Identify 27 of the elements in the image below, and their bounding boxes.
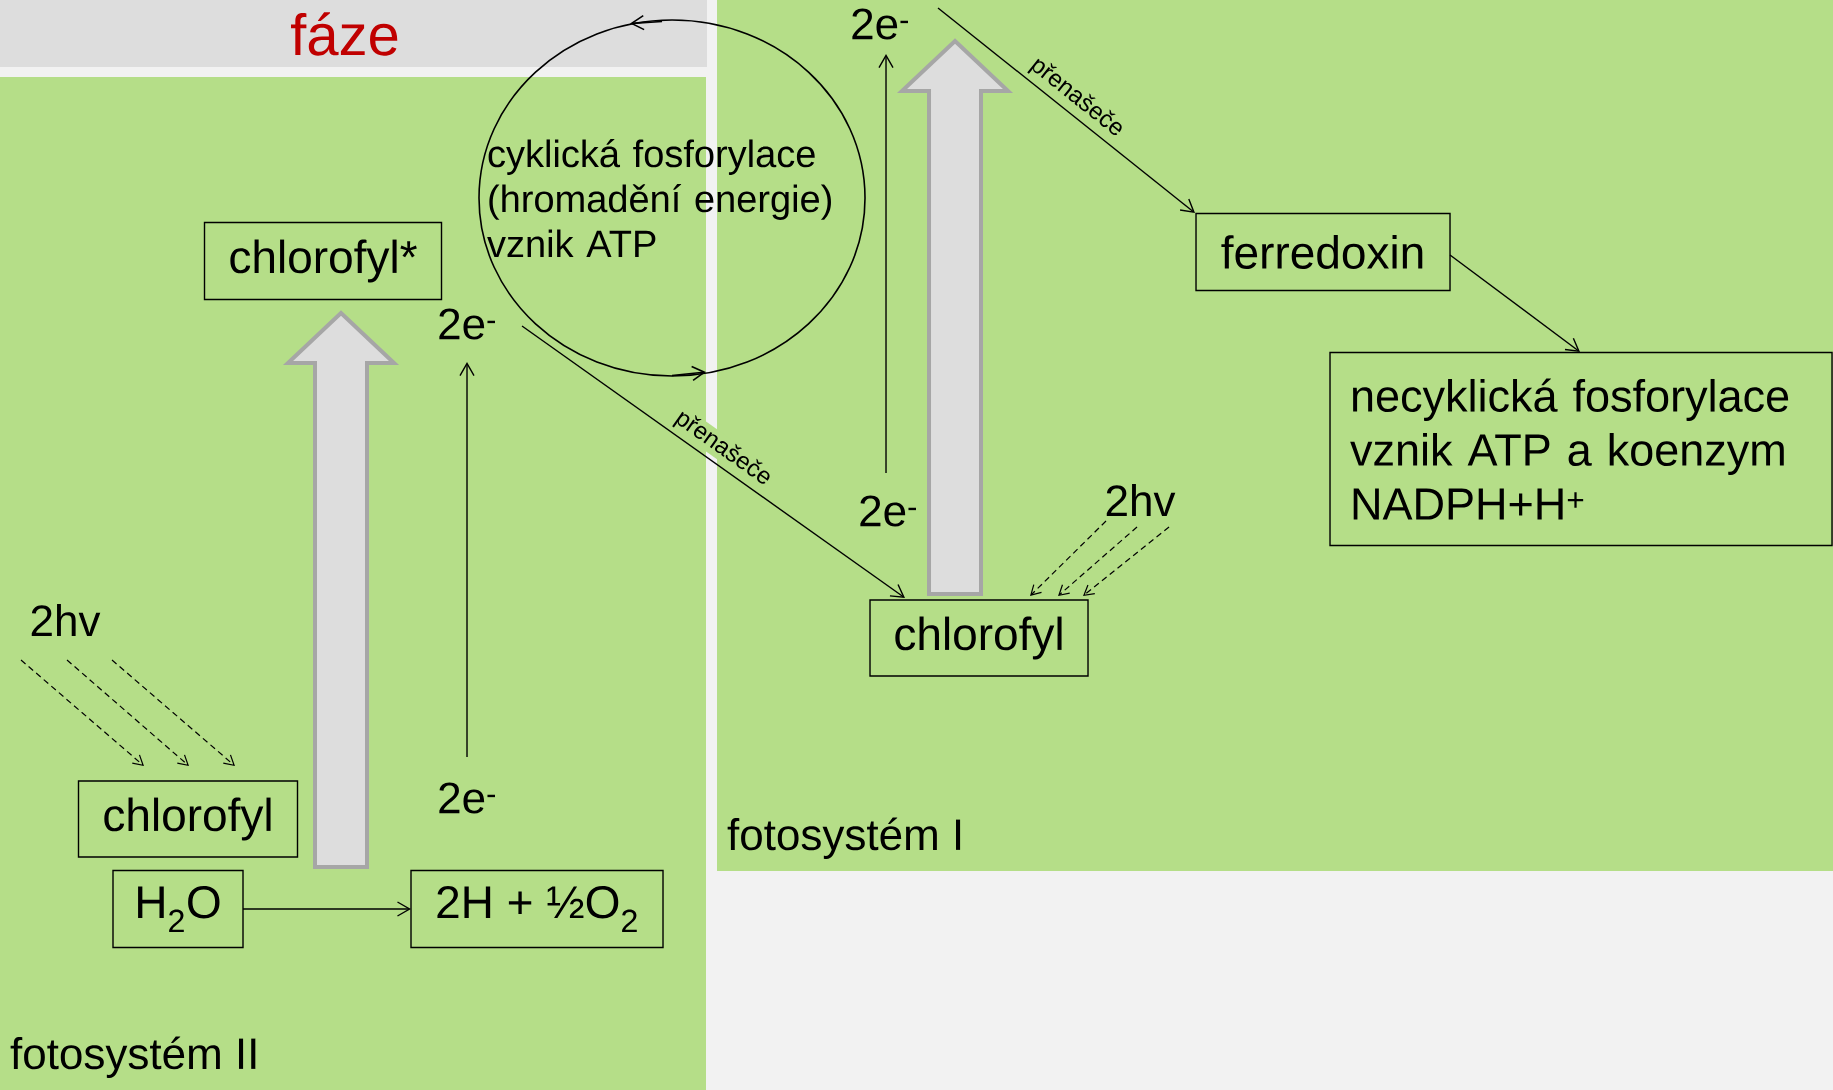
arrow xyxy=(242,901,411,917)
arrow xyxy=(111,659,235,766)
arrow xyxy=(1083,526,1170,596)
process-box: chlorofyl* xyxy=(203,221,443,301)
title: fáze xyxy=(291,12,398,56)
electron-label: 2e$^{-}$ xyxy=(852,8,908,40)
process-box: H$_{2}$O xyxy=(112,869,244,949)
arrow xyxy=(521,325,905,598)
arrow xyxy=(1030,520,1107,596)
arrow xyxy=(937,7,1195,213)
electron-label: 2e$^{-}$ xyxy=(439,782,495,814)
block-arrow xyxy=(282,310,400,869)
electron-label: 2hv xyxy=(31,604,101,636)
arrow xyxy=(1058,526,1138,596)
process-box: 2H + ½O$_{2}$ xyxy=(410,869,664,949)
arrow xyxy=(459,362,475,758)
electron-label: 2hv xyxy=(1106,484,1176,516)
result-box: necyklická fosforylace vznik ATP a koenzym NADPH+H$^{+}$ xyxy=(1329,351,1833,547)
process-box: chlorofyl xyxy=(869,599,1089,677)
arrow xyxy=(1449,254,1581,352)
arrow xyxy=(66,659,189,766)
arrow xyxy=(878,54,894,474)
process-box: chlorofyl xyxy=(77,780,299,858)
arrow xyxy=(20,659,144,766)
process-box: ferredoxin xyxy=(1195,212,1451,292)
electron-label: 2e$^{-}$ xyxy=(860,495,916,527)
block-arrow xyxy=(896,38,1014,596)
